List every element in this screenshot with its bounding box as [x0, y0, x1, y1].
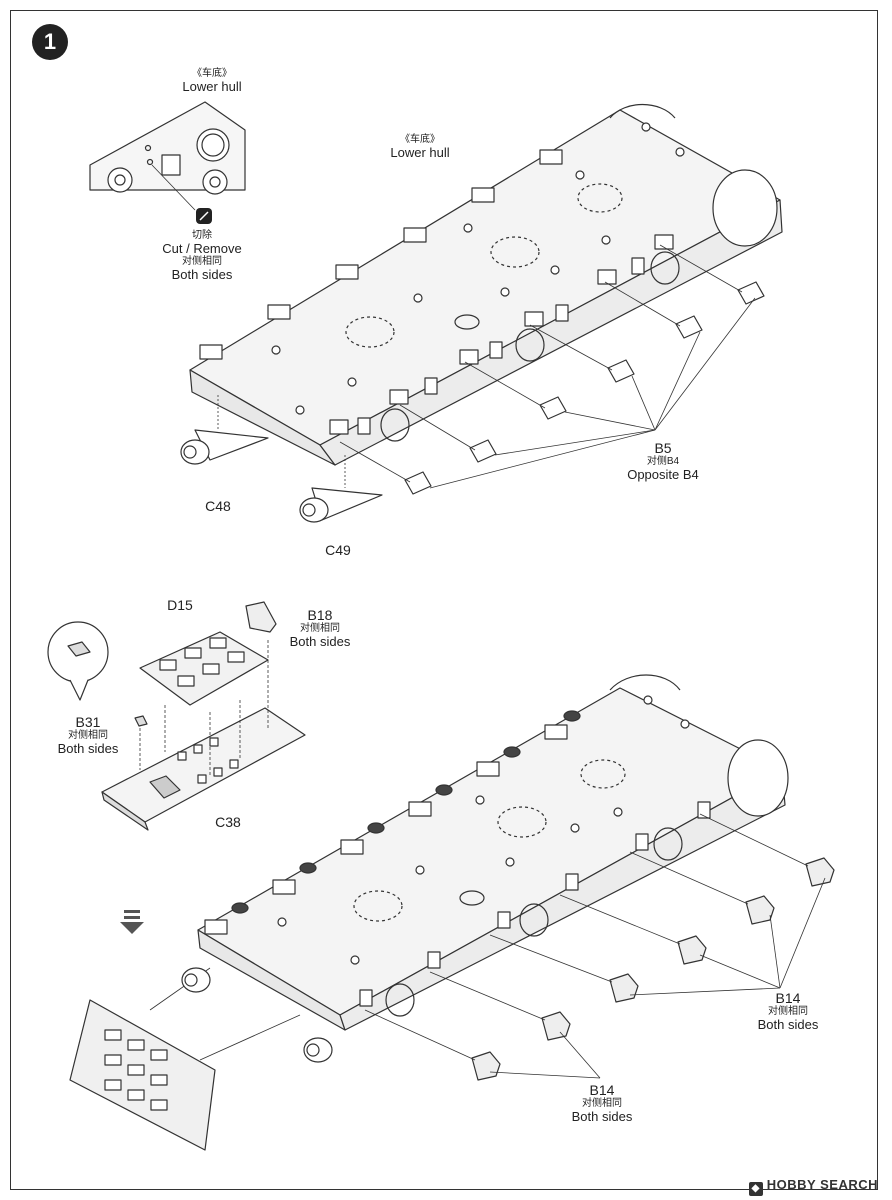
- bottom-leader-lines: [364, 813, 826, 1079]
- b31-part: [134, 715, 148, 727]
- hobby-search-logo-icon: ◆: [748, 1182, 763, 1196]
- d15-label: D15: [167, 597, 193, 613]
- b14-right-code: B14: [775, 990, 801, 1006]
- hull-zh: 《车底》: [400, 134, 440, 145]
- c38-label: C38: [215, 814, 241, 830]
- hull-lower-hull-label: 《车底》 Lower hull: [380, 134, 460, 160]
- b5-code: B5: [654, 440, 672, 456]
- hull-en: Lower hull: [390, 144, 450, 160]
- b14-bottom-code: B14: [589, 1082, 615, 1098]
- b14-bottom-zh: 对侧相同: [582, 1098, 622, 1110]
- middle-leader-lines: [139, 640, 269, 775]
- cut-zh: 切除: [192, 230, 212, 241]
- inset-lower-hull-en: Lower hull: [182, 78, 242, 94]
- b31-label: B31 对侧相同 Both sides: [48, 714, 128, 757]
- b31-zh: 对侧相同: [68, 730, 108, 742]
- b14-bottom-en: Both sides: [571, 1108, 633, 1124]
- cut-sides-zh: 对侧相同: [182, 256, 222, 268]
- lower-hull-top: [189, 103, 783, 466]
- b14-right-label: B14 对侧相同 Both sides: [748, 990, 828, 1033]
- b31-en: Both sides: [57, 740, 119, 756]
- b14-part-group-bottom: [471, 1011, 571, 1081]
- inset-lower-hull-zh: 《车底》: [192, 68, 232, 79]
- b5-arm-parts: [404, 281, 765, 495]
- b5-leader-lines: [339, 244, 756, 489]
- d15-track-plate: [139, 631, 269, 706]
- b18-code: B18: [307, 607, 333, 623]
- instruction-sheet: [10, 10, 878, 1190]
- c48-label: C48: [205, 498, 231, 514]
- lower-hull-bottom: [197, 674, 789, 1031]
- step-number-badge: 1: [32, 24, 68, 60]
- inset-lower-hull-label: 《车底》 Lower hull: [172, 68, 252, 94]
- b5-en: Opposite B4: [627, 466, 699, 482]
- idler-wheels-bottom: [181, 967, 333, 1063]
- track-plate-assembly: [69, 967, 301, 1151]
- watermark-text: HOBBY SEARCH: [766, 1177, 878, 1192]
- c48-part: [180, 395, 269, 465]
- cut-en: Cut / Remove: [162, 240, 242, 256]
- cut-icon: [196, 208, 212, 224]
- down-arrow-icon: [120, 910, 144, 934]
- c49-label: C49: [325, 542, 351, 558]
- b18-label: B18 对侧相同 Both sides: [282, 607, 358, 650]
- lower-hull-inset: [89, 101, 246, 211]
- cut-sides-en: Both sides: [171, 266, 233, 282]
- cut-remove-label: 切除 Cut / Remove 对侧相同 Both sides: [152, 230, 252, 283]
- b5-label: B5 对侧B4 Opposite B4: [618, 440, 708, 483]
- hobby-search-watermark: ◆HOBBY SEARCH: [748, 1177, 878, 1196]
- b31-code: B31: [75, 714, 101, 730]
- b14-right-zh: 对侧相同: [768, 1006, 808, 1018]
- b14-right-en: Both sides: [757, 1016, 819, 1032]
- b14-part-group-right: [609, 857, 835, 1003]
- c38-plate: [101, 707, 306, 831]
- b5-zh: 对侧B4: [646, 456, 680, 468]
- b18-en: Both sides: [289, 633, 351, 649]
- c49-part: [299, 455, 383, 523]
- callout-bubble: [47, 621, 109, 701]
- b14-bottom-label: B14 对侧相同 Both sides: [562, 1082, 642, 1125]
- b18-part: [245, 601, 277, 633]
- b18-zh: 对侧相同: [300, 623, 340, 635]
